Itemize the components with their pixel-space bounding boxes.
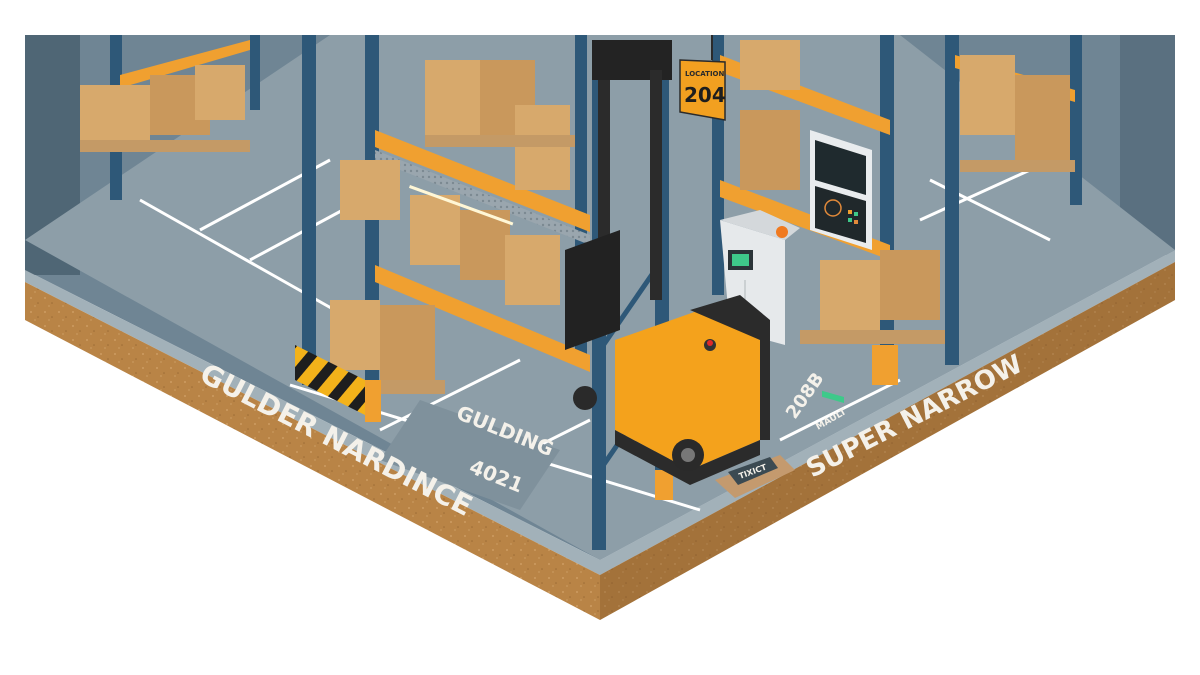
dock-plate: TIXICT <box>715 455 795 498</box>
hazard-striped-barrier <box>295 345 381 422</box>
hanging-location-sign: LOCATION 204 <box>679 35 726 121</box>
rack-middle <box>302 35 590 415</box>
hanging-sign-top: LOCATION <box>685 70 725 78</box>
rack-left-back <box>80 35 260 200</box>
hanging-sign-number: 204 <box>684 83 726 107</box>
floor-slab-sides <box>25 262 1175 620</box>
wall-control-panel <box>810 130 872 404</box>
reach-truck-forklift <box>565 40 770 485</box>
